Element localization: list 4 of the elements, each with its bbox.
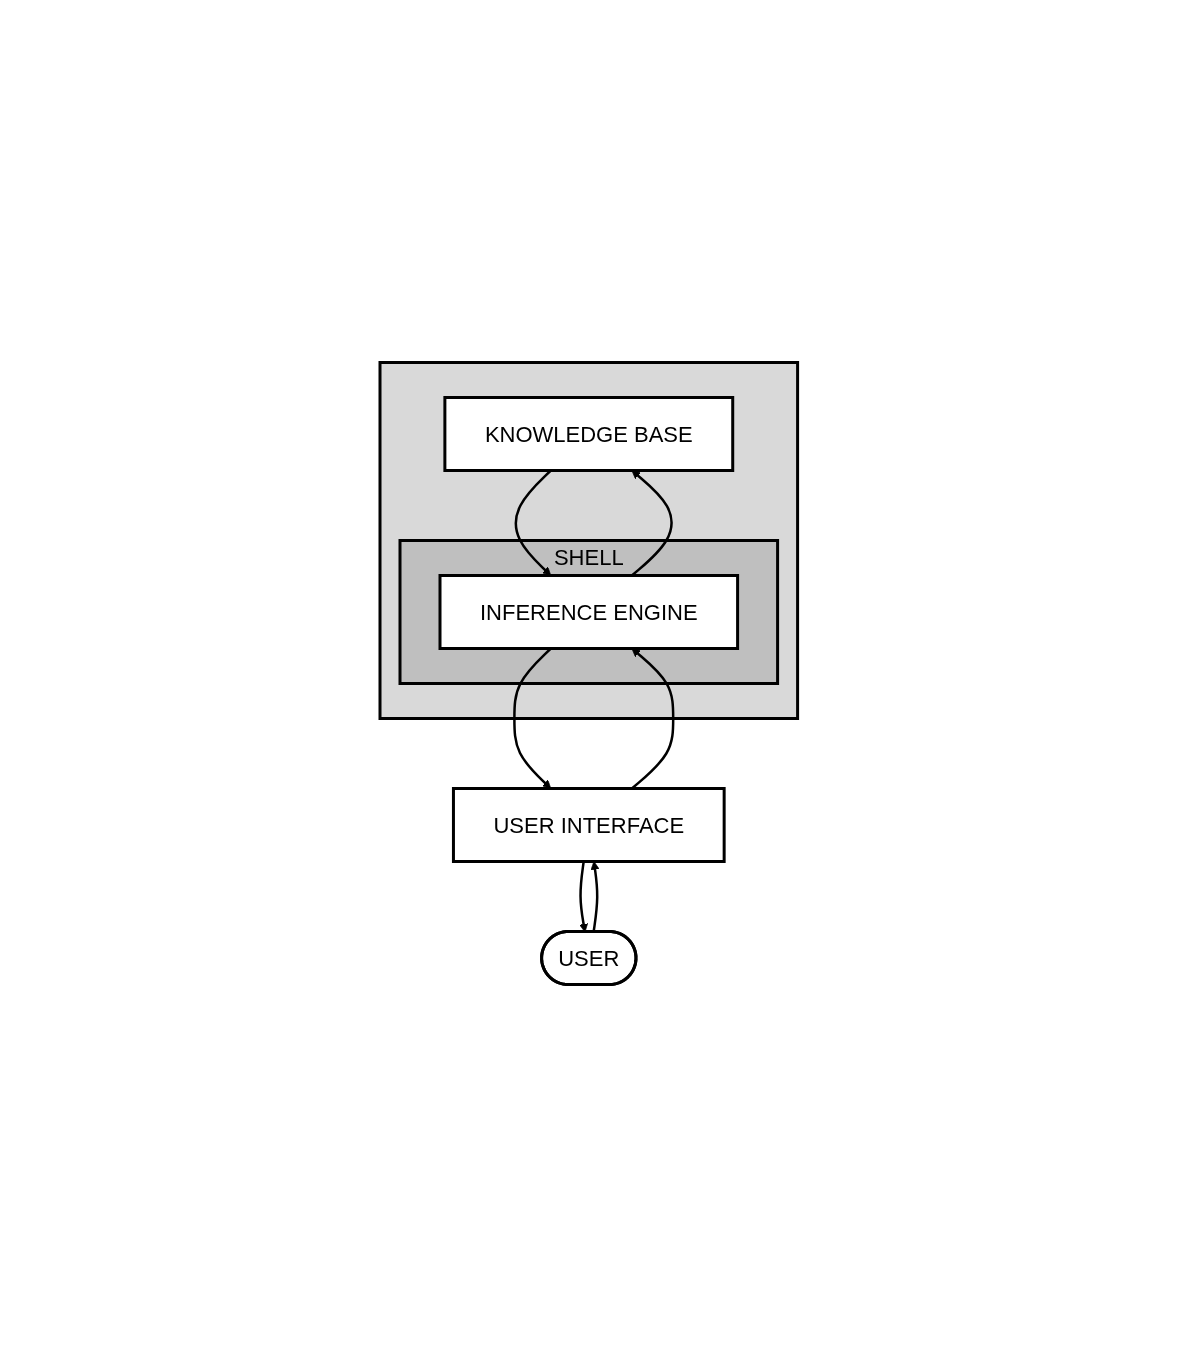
- node-box: INFERENCE ENGINE: [438, 574, 739, 650]
- node-box: KNOWLEDGE BASE: [443, 396, 734, 472]
- cluster: [378, 361, 799, 720]
- node-box: USER INTERFACE: [451, 787, 726, 863]
